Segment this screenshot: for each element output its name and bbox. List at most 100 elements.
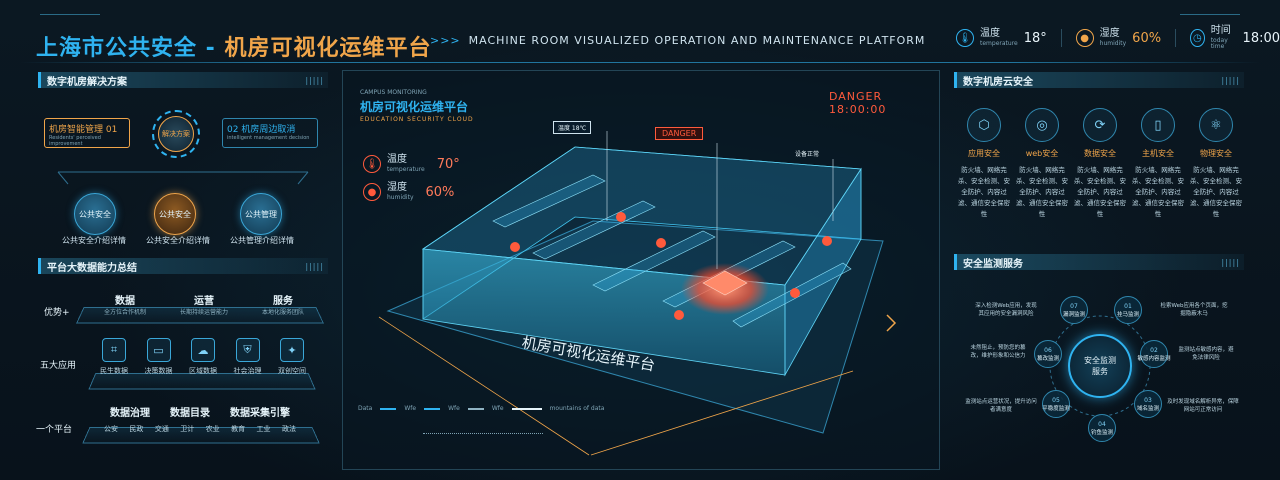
machine-room-3d <box>378 131 897 456</box>
droplet-icon: ● <box>1075 29 1094 47</box>
chevron-right-icon[interactable] <box>886 314 897 332</box>
danger-time-label: DANGER 18:00:00 <box>829 90 887 116</box>
readout-separator <box>1175 29 1176 47</box>
node-name: 钓鱼监测 <box>1090 429 1113 436</box>
readout-separator <box>1060 29 1062 47</box>
circle-1-label: 公共安全 <box>79 209 111 219</box>
platform-tag[interactable]: 卫计 <box>180 425 195 433</box>
security-item[interactable]: ⚛ 物理安全 防火墙、网络完杀、安全检测、安全防护、内容过滤、通信安全保密性 <box>1190 108 1242 220</box>
advantage-head-1: 数据 <box>115 296 135 307</box>
platform-tag[interactable]: 政法 <box>281 425 296 433</box>
solution-circle-3[interactable]: 公共管理 <box>240 193 282 235</box>
app-label: 区域数据 <box>189 367 217 375</box>
security-item-desc: 防火墙、网络完杀、安全检测、安全防护、内容过滤、通信安全保密性 <box>958 166 1010 218</box>
circle-2-caption: 公共安全介绍详情 <box>146 236 210 245</box>
web-icon: ◎ <box>1025 108 1059 142</box>
monitor-desc-bl: 监测站点运营状况，提升访问者满意度 <box>965 399 1037 413</box>
advantage-sub-2: 长期持续运营能力 <box>179 309 228 316</box>
app-item[interactable]: ⌗民生数据 <box>100 338 128 376</box>
legend-item: Data <box>358 405 373 412</box>
page-subtitle: >>> MACHINE ROOM VISUALIZED OPERATION AND… <box>430 34 925 47</box>
center-temp-value: 70° <box>436 156 460 172</box>
security-item-name: 数据安全 <box>1084 149 1116 158</box>
security-item[interactable]: ▯ 主机安全 防火墙、网络完杀、安全检测、安全防护、内容过滤、通信安全保密性 <box>1132 108 1184 220</box>
platform-tag[interactable]: 教育 <box>231 425 246 433</box>
host-icon: ▯ <box>1141 108 1175 142</box>
alert-markers[interactable] <box>510 212 832 320</box>
apps-list: ⌗民生数据 ▭决策数据 ☁区域数据 ⛨社会治理 ✦双创空间 <box>100 338 306 376</box>
page-title-main: 上海市公共安全 - <box>36 36 225 61</box>
node-num: 02 <box>1150 346 1158 354</box>
circle-1-caption: 公共安全介绍详情 <box>62 236 126 245</box>
droplet-icon: ● <box>363 183 381 201</box>
app-item[interactable]: ▭决策数据 <box>145 338 173 376</box>
security-item[interactable]: ⟳ 数据安全 防火墙、网络完杀、安全检测、安全防护、内容过滤、通信安全保密性 <box>1074 108 1126 220</box>
center-temp-label: 温度 <box>387 154 407 165</box>
platform-head-1: 数据治理 <box>110 408 150 419</box>
center-hum-label: 湿度 <box>387 182 407 193</box>
node-name: 敏感内容监测 <box>1137 355 1171 362</box>
platform-tag[interactable]: 农业 <box>205 425 220 433</box>
solution-item-2[interactable]: 02 机房周边取消 intelligent management decisio… <box>222 118 318 148</box>
device-callout: 设备正常 <box>795 151 820 158</box>
solution-item-1[interactable]: 机房智能管理 01 Residents' perceived improveme… <box>44 118 130 148</box>
platform-tag[interactable]: 交通 <box>154 425 169 433</box>
node-num: 07 <box>1070 302 1078 310</box>
header: 上海市公共安全 - 机房可视化运维平台 >>>MACHINE ROOM VISU… <box>0 0 1280 62</box>
monitor-service-panel: 安全监测服务 | | | | | <box>954 254 1244 270</box>
monitor-center[interactable]: 安全监测服务 <box>1068 334 1132 398</box>
app-item[interactable]: ☁区域数据 <box>189 338 217 376</box>
solution-item-1-label: 机房智能管理 <box>49 125 104 135</box>
solution-item-1-num: 01 <box>105 125 118 135</box>
bigdata-panel-title: 平台大数据能力总结 <box>47 262 137 274</box>
advantage-head-3: 服务 <box>272 296 293 307</box>
solution-circle-2[interactable]: 公共安全 <box>154 193 196 235</box>
public-management-button[interactable]: 公共管理 <box>240 193 282 235</box>
center-visualization-panel: CAMPUS MONITORING 机房可视化运维平台 EDUCATION SE… <box>342 70 940 470</box>
public-safety-active-button[interactable]: 公共安全 <box>154 193 196 235</box>
node-name: 域名监测 <box>1136 405 1159 412</box>
advantage-sub-3: 本地化服务团队 <box>261 309 304 316</box>
humidity-label-en: humidity <box>1099 40 1127 47</box>
bulb-icon: ✦ <box>280 338 304 362</box>
legend-item: mountains of data <box>549 405 605 412</box>
subtitle-text: MACHINE ROOM VISUALIZED OPERATION AND MA… <box>468 34 926 47</box>
app-item[interactable]: ⛨社会治理 <box>234 338 262 376</box>
campus-label: CAMPUS MONITORING <box>360 89 427 96</box>
panel-bars-icon: | | | | | <box>305 261 323 271</box>
security-item[interactable]: ⬡ 应用安全 防火墙、网络完杀、安全检测、安全防护、内容过滤、通信安全保密性 <box>958 108 1010 220</box>
security-item[interactable]: ◎ web安全 防火墙、网络完杀、安全检测、安全防护、内容过滤、通信安全保密性 <box>1016 108 1068 220</box>
panel-bars-icon: | | | | | <box>305 75 323 85</box>
platform-tag[interactable]: 民政 <box>129 425 144 433</box>
node-name: 挂马监测 <box>1116 311 1139 318</box>
subtitle-arrows: >>> <box>430 34 461 47</box>
app-item[interactable]: ✦双创空间 <box>278 338 306 376</box>
solution-center-label: 解决方案 <box>158 116 194 152</box>
cloud-security-header: 数字机房云安全 | | | | | <box>954 72 1244 88</box>
solution-circle-1[interactable]: 公共安全 <box>74 193 116 235</box>
legend: Data Wfe Wfe Wfe mountains of data <box>358 405 604 412</box>
security-item-desc: 防火墙、网络完杀、安全检测、安全防护、内容过滤、通信安全保密性 <box>1132 166 1184 218</box>
legend-item: Wfe <box>404 405 417 412</box>
monitor-service-title: 安全监测服务 <box>963 258 1023 270</box>
node-num: 03 <box>1144 396 1152 404</box>
temperature-value: 18° <box>1023 30 1047 46</box>
danger-callout[interactable]: DANGER <box>655 127 704 140</box>
data-icon: ⟳ <box>1083 108 1117 142</box>
security-item-desc: 防火墙、网络完杀、安全检测、安全防护、内容过滤、通信安全保密性 <box>1016 166 1068 218</box>
humidity-label: 湿度 <box>1099 28 1120 39</box>
platform-tag[interactable]: 公安 <box>104 425 118 433</box>
public-safety-button[interactable]: 公共安全 <box>74 193 116 235</box>
row-label-advantage: 优势+ <box>44 308 70 318</box>
platform-tag[interactable]: 工业 <box>256 425 271 433</box>
platform-heads: 数据治理 数据目录 数据采集引擎 <box>110 404 290 419</box>
